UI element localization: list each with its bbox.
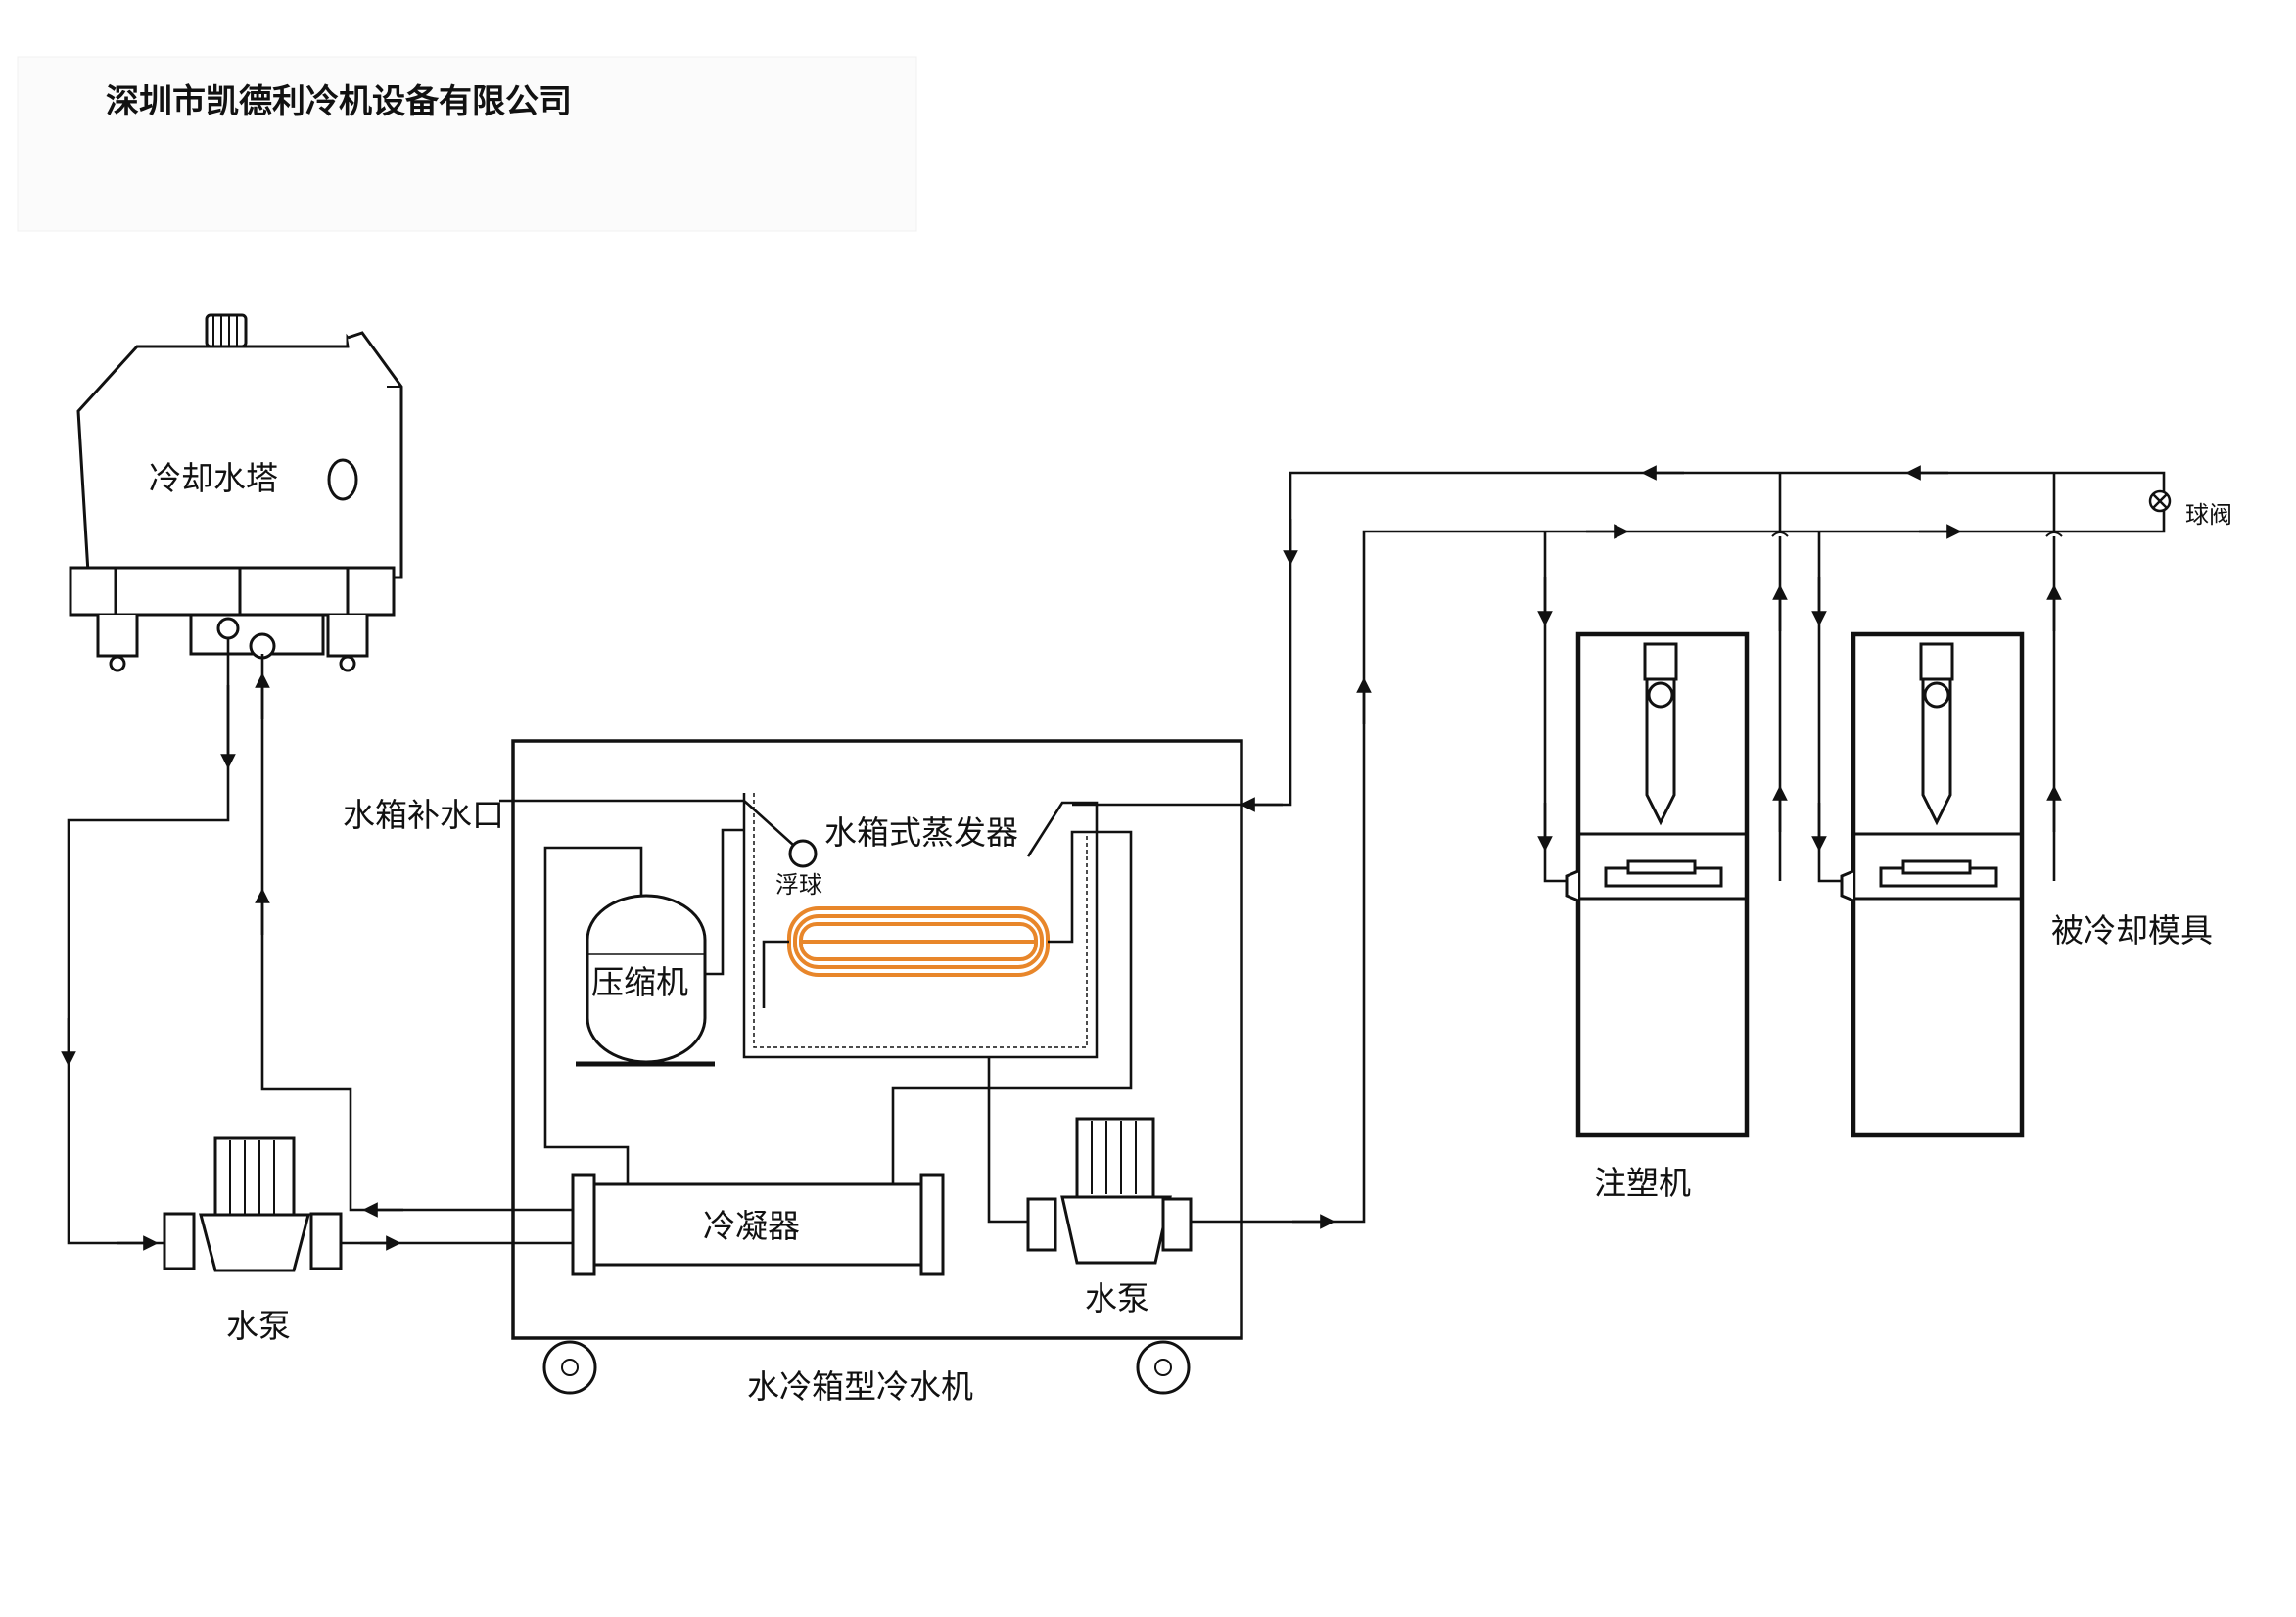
injection-machine-1 bbox=[1565, 631, 1750, 1138]
cooled-mold-label: 被冷却模具 bbox=[2051, 911, 2213, 949]
cooling-tower-label: 冷却水塔 bbox=[149, 459, 278, 497]
injection-machine-label: 注塑机 bbox=[1594, 1164, 1691, 1202]
header-panel bbox=[17, 56, 917, 232]
pump-right bbox=[1026, 1117, 1193, 1265]
tower-outlet-pipe bbox=[67, 638, 230, 1245]
cooling-tower bbox=[69, 313, 403, 672]
pump-left bbox=[163, 1136, 343, 1272]
company-title: 深圳市凯德利冷机设备有限公司 bbox=[106, 82, 572, 121]
chiller-unit-frame bbox=[511, 739, 1243, 1340]
makeup-water-label: 水箱补水口 bbox=[343, 796, 504, 834]
ball-valve-label: 球阀 bbox=[2185, 501, 2232, 529]
tower-return-pipe bbox=[260, 654, 573, 1212]
refrigerant-line-right bbox=[891, 830, 1133, 1184]
chiller-wheels bbox=[542, 1340, 1191, 1395]
condenser bbox=[571, 1173, 945, 1276]
pump-right-label: 水泵 bbox=[1085, 1279, 1149, 1317]
injection-machine-2 bbox=[1840, 631, 2025, 1138]
ball-valve-icon bbox=[2148, 489, 2172, 513]
compressor-label: 压缩机 bbox=[591, 963, 688, 1001]
refrigerant-line-left bbox=[543, 846, 643, 1184]
pump-left-label: 水泵 bbox=[226, 1307, 291, 1345]
chiller-unit-label: 水冷箱型冷水机 bbox=[747, 1367, 973, 1406]
tank-evaporator-label: 水箱式蒸发器 bbox=[824, 813, 1018, 852]
refrigerant-line-top bbox=[705, 828, 744, 976]
chilled-return-pipe bbox=[1072, 471, 2166, 807]
compressor bbox=[576, 894, 715, 1067]
float-ball-label: 浮球 bbox=[775, 871, 822, 899]
evaporator-coil bbox=[787, 906, 1050, 977]
condenser-label: 冷凝器 bbox=[703, 1207, 800, 1245]
evaporator-tank bbox=[499, 793, 1099, 1059]
